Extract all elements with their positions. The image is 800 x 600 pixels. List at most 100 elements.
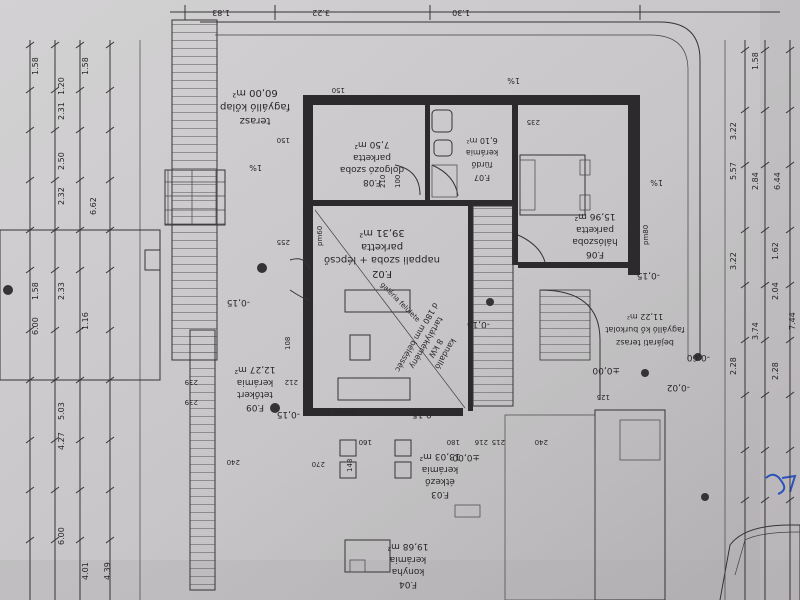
svg-text:239: 239 [185,398,198,406]
dimension-tick [760,226,770,234]
dimension-tick [50,41,60,49]
room-f02-area: 39,31 m² [359,227,405,238]
room-f07-floor: kerámia [466,148,498,157]
dim-right-3: 3.22 [729,122,738,140]
dimension-tick [25,536,35,544]
room-f07-name: fürdő [471,160,492,169]
dimension-tick [75,536,85,544]
svg-text:150: 150 [332,86,345,94]
room-f06-floor: parketta [576,224,614,234]
small-dimensions: 150 150 100 210 255 239 239 240 212 108 … [185,86,650,472]
dim-left-7: 6.62 [89,197,98,215]
level-dining: ±0,00 [452,452,480,462]
terrace-outline [200,21,701,360]
dim-left-15: 4.01 [81,562,90,580]
dim-left-13: 4.27 [57,432,66,450]
dimension-tick [50,436,60,444]
dim-right-9: 2.04 [771,282,780,300]
dimension-tick [785,391,795,399]
dim-left-16: 4.39 [103,562,112,580]
dim-left-6: 2.32 [57,187,66,205]
dimension-tick [105,41,115,49]
dim-left-8: 1.58 [31,282,40,300]
dim-right-5: 5.57 [729,162,738,180]
room-f03-area: 13,03 m² [419,451,460,461]
dim-top-2: 3.22 [312,8,330,17]
dimension-tick [75,41,85,49]
svg-text:148: 148 [346,459,354,472]
dimension-tick [740,496,750,504]
level-f09: -0,15 [277,409,300,419]
dimension-tick [105,536,115,544]
dimension-tick [740,336,750,344]
svg-text:pm80: pm80 [642,225,650,245]
level-terrace: -0,02 [667,382,690,392]
room-f09-area: 12,27 m² [234,364,275,374]
level-entrance: ±0,00 [592,365,620,375]
dimension-tick [50,126,60,134]
dim-right-8: 2.28 [729,357,738,375]
entrance-terrace-area: 11,22 m² [627,312,663,321]
room-f08-floor: parketta [353,152,391,162]
right-dimension-columns: 1.58 6.44 3.22 2.84 5.57 3.22 3.74 2.28 … [724,40,797,600]
dimension-tick [785,336,795,344]
dim-right-6: 3.22 [729,252,738,270]
level-bedroom: -0,15 [637,270,660,280]
dim-left-14: 6.00 [57,527,66,545]
dimension-tick [760,106,770,114]
dimension-tick [105,486,115,494]
dim-left-9: 2.33 [57,282,66,300]
dimension-tick [785,106,795,114]
dimension-tick [25,41,35,49]
dimension-tick [75,176,85,184]
building-walls [303,95,640,416]
entrance-terrace-label: bejárati terasz [616,338,674,347]
svg-text:270: 270 [312,460,325,468]
room-f02-id: F.02 [372,268,392,279]
room-f08-area: 7,50 m² [354,139,390,149]
svg-text:255: 255 [277,238,290,246]
room-f07-area: 6,10 m² [466,136,497,145]
svg-text:100: 100 [394,175,402,188]
dimension-tick [760,46,770,54]
svg-text:180: 180 [447,438,460,446]
dimension-tick [785,46,795,54]
room-f08-id: F.08 [363,177,381,187]
svg-text:215: 215 [492,438,505,446]
dim-left-11: 6.00 [31,317,40,335]
dimension-tick [75,326,85,334]
svg-text:212: 212 [285,378,298,386]
dimension-tick [740,106,750,114]
room-f04-area: 19,68 m² [387,541,428,551]
dimension-tick [50,176,60,184]
dimension-tick [50,86,60,94]
dim-left-3: 2.31 [57,102,66,120]
dimension-tick [740,391,750,399]
dim-left-10: 1.16 [81,312,90,330]
slope-3: 1% [650,178,663,187]
dimension-tick [50,536,60,544]
dimension-tick [740,446,750,454]
dimension-tick [25,126,35,134]
room-f04-id: F.04 [399,579,417,589]
room-details [3,109,800,600]
dim-right-1: 1.58 [751,52,760,70]
svg-text:239: 239 [185,378,198,386]
dim-right-10: 1.62 [771,242,780,260]
dimension-tick [105,126,115,134]
dimension-tick [105,86,115,94]
svg-text:160: 160 [359,438,372,446]
dimension-tick [25,266,35,274]
dimension-tick [105,176,115,184]
dimension-tick [760,496,770,504]
dimension-tick [105,266,115,274]
dim-top-3: 1.30 [452,8,470,17]
dimension-tick [785,496,795,504]
room-f09-floor: kerámia [237,377,273,387]
dimension-tick [75,126,85,134]
room-f09-name: tetőkert [237,389,273,399]
room-f09-id: F.09 [246,402,264,412]
dim-top-1: 1.83 [212,8,230,17]
dimension-tick [25,436,35,444]
